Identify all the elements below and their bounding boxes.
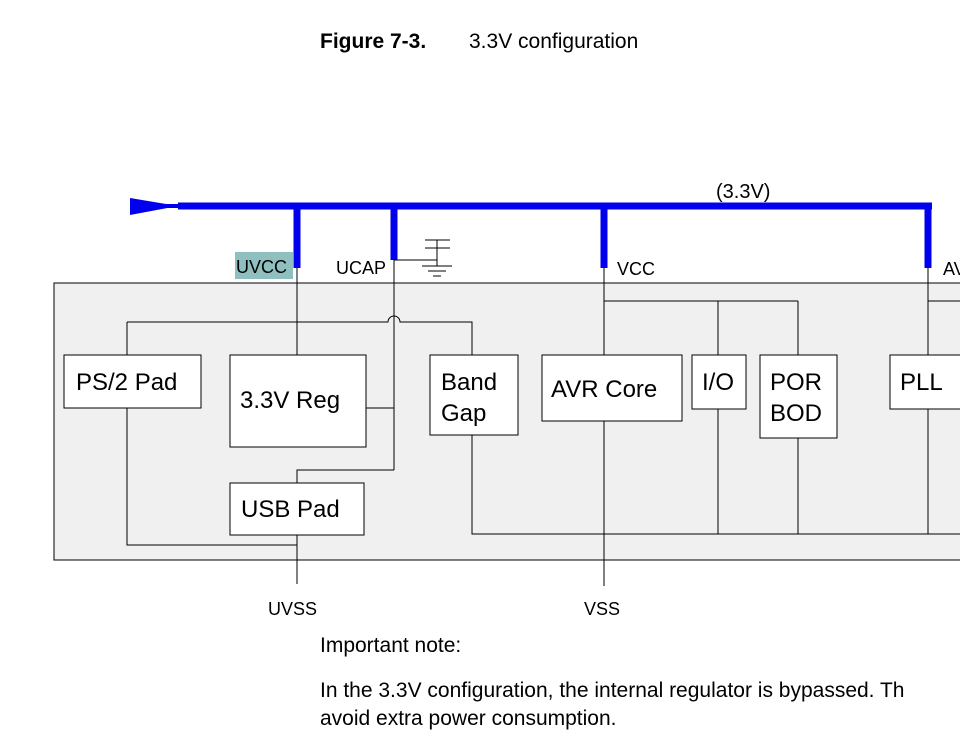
- internal-wiring: [126, 260, 960, 586]
- uvcc-highlight: [235, 252, 293, 279]
- pin-vss: VSS: [584, 599, 620, 619]
- pin-uvss: UVSS: [268, 599, 317, 619]
- por-bod-label-2: BOD: [770, 400, 822, 427]
- reg-label: 3.3V Reg: [240, 387, 340, 414]
- band-gap-label-1: Band: [441, 369, 497, 396]
- block-por-bod: POR BOD: [759, 354, 838, 439]
- pin-ucap: UCAP: [336, 258, 386, 278]
- rail-arrow-icon: [130, 198, 178, 215]
- band-gap-label-2: Gap: [441, 400, 486, 427]
- block-3v3-reg: 3.3V Reg: [229, 354, 367, 448]
- block-avr-core: AVR Core: [541, 354, 683, 422]
- note-line-1: In the 3.3V configuration, the internal …: [320, 679, 905, 702]
- pin-vcc: VCC: [617, 259, 655, 279]
- figure-caption: Figure 7-3. 3.3V configuration: [320, 30, 638, 54]
- figure-title: 3.3V configuration: [469, 30, 639, 53]
- pin-avcc: AV: [943, 259, 960, 279]
- block-usb-pad: USB Pad: [229, 482, 365, 536]
- por-bod-label-1: POR: [770, 369, 822, 396]
- block-band-gap: Band Gap: [429, 354, 519, 436]
- block-ps2-pad: PS/2 Pad: [63, 354, 202, 409]
- figure-number: Figure 7-3.: [320, 30, 427, 53]
- pll-label: PLL: [900, 369, 943, 396]
- io-label: I/O: [702, 369, 734, 396]
- rail-label: (3.3V): [716, 181, 770, 203]
- pin-uvcc: UVCC: [236, 257, 287, 277]
- block-io: I/O: [691, 354, 747, 410]
- ucap-capacitor-icon: [394, 239, 452, 277]
- power-rail: [130, 198, 932, 268]
- note-line-2: avoid extra power consumption.: [320, 707, 617, 730]
- block-pll: PLL: [889, 354, 960, 410]
- note-heading: Important note:: [320, 634, 462, 657]
- usb-pad-label: USB Pad: [241, 496, 340, 523]
- ps2-pad-label: PS/2 Pad: [76, 369, 177, 396]
- avr-core-label: AVR Core: [551, 376, 657, 403]
